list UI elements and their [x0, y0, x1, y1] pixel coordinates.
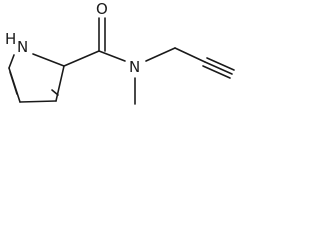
- triple-bond-2: [206, 57, 235, 71]
- bond-c3-c4: [19, 100, 57, 103]
- bond-n-ch2: [145, 47, 176, 62]
- amide-group: [63, 17, 126, 67]
- bond-carbonyl-n: [98, 50, 126, 62]
- bond-c4-c5-inner: [9, 71, 18, 95]
- chemical-structure-diagram: O N N H: [5, 0, 235, 105]
- bond-c5-n1: [8, 54, 15, 69]
- n-substituents: [134, 47, 235, 105]
- triple-bond-1: [204, 61, 233, 75]
- pyrrole-hydrogen-label: H: [5, 30, 16, 48]
- bond-c3-c3-inner: [51, 89, 59, 96]
- bond-n1-c2: [32, 53, 65, 67]
- pyrrole-ring: [8, 53, 65, 103]
- pyrrole-nitrogen-label: N: [17, 38, 28, 56]
- bond-ring-carbonyl: [63, 50, 100, 67]
- bond-ch2-alkyne: [174, 47, 206, 63]
- bond-c2-c3: [55, 65, 65, 102]
- triple-bond-3: [202, 65, 231, 79]
- amide-nitrogen-label: N: [129, 58, 140, 76]
- oxygen-atom-label: O: [96, 0, 108, 18]
